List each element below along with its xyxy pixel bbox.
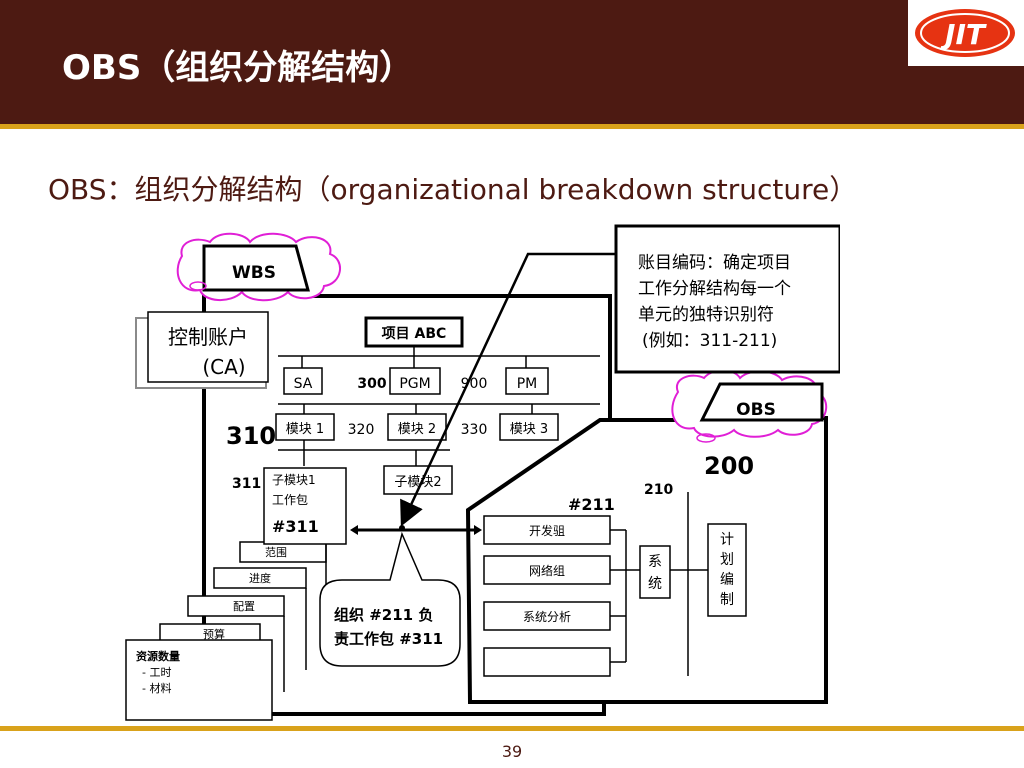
stack-scope: 范围 <box>265 545 287 559</box>
project-label: 项目 ABC <box>382 326 447 342</box>
pgm-box <box>389 367 441 395</box>
group-network: 网络组 <box>529 563 565 578</box>
pm-box <box>505 367 549 395</box>
module3-box <box>499 413 559 441</box>
org-callout-line2: 责工作包 #311 <box>334 630 443 648</box>
label-310: 310 <box>226 422 276 450</box>
wbs-tag: WBS <box>232 263 276 283</box>
account-callout-line1: 账目编码：确定项目 <box>638 253 791 273</box>
group-network-box <box>483 555 611 585</box>
resource-hours: - 工时 <box>142 666 171 679</box>
jit-logo-icon: JIT <box>915 9 1015 57</box>
label-320: 320 <box>348 422 375 438</box>
group-dev: 开发驵 <box>529 523 565 538</box>
plan-box <box>707 523 747 617</box>
org-speech-bubble <box>319 531 461 667</box>
footer-rule <box>0 726 1024 731</box>
plan-char-2: 划 <box>720 552 734 568</box>
resource-box <box>125 639 273 721</box>
label-210: 210 <box>644 482 673 498</box>
obs-cloud: OBS <box>671 369 827 443</box>
plan-char-1: 计 <box>720 532 734 548</box>
plan-char-3: 编 <box>720 572 734 588</box>
account-callout-line2: 工作分解结构每一个 <box>638 279 791 299</box>
group-dev-box <box>483 515 611 545</box>
module1-box <box>275 413 335 441</box>
stack-budget: 预算 <box>203 627 225 641</box>
group-sysanalysis: 系统分析 <box>523 610 571 624</box>
label-330: 330 <box>461 422 488 438</box>
resource-materials: - 材料 <box>142 681 171 695</box>
obs-code: #211 <box>568 495 615 514</box>
stack-schedule: 进度 <box>249 571 271 585</box>
logo-text: JIT <box>940 18 987 51</box>
account-callout-leader <box>400 252 616 527</box>
system-box <box>639 545 671 599</box>
system-char-2: 统 <box>648 576 662 592</box>
account-callout-line4: (例如：311-211) <box>642 331 777 351</box>
wbs-cloud: WBS <box>176 232 341 302</box>
workpackage-code: #311 <box>272 517 319 536</box>
sa-box <box>283 367 323 395</box>
org-callout-line1: 组织 #211 负 <box>334 606 433 624</box>
account-callout-line3: 单元的独特识别符 <box>638 305 774 325</box>
submodule2-label: 子模块2 <box>394 475 441 490</box>
page-number: 39 <box>501 742 523 761</box>
pm-label: PM <box>517 376 538 392</box>
plan-char-4: 制 <box>720 592 734 608</box>
workpackage-number: 311 <box>232 476 261 492</box>
header-rule <box>0 124 1024 129</box>
resource-title: 资源数量 <box>136 649 180 663</box>
workpackage-box <box>263 467 347 545</box>
module2-label: 模块 2 <box>398 422 436 437</box>
group-sysanalysis-box <box>483 601 611 631</box>
account-callout-box <box>614 224 840 374</box>
control-account-abbr: (CA) <box>202 355 245 379</box>
subtitle: OBS：组织分解结构（organizational breakdown stru… <box>48 173 858 206</box>
group-empty-box <box>483 647 611 677</box>
label-200: 200 <box>704 452 754 480</box>
sa-label: SA <box>294 376 313 392</box>
control-account-label: 控制账户 <box>168 325 248 349</box>
workpackage-label: 工作包 <box>272 493 308 507</box>
page-title: OBS（组织分解结构） <box>62 48 414 88</box>
workpackage-stack <box>159 541 327 692</box>
pgm-label: PGM <box>399 376 430 392</box>
control-account-inner <box>147 311 269 383</box>
obs-diagram: WBS 控制账户 (CA) 项目 ABC SA 300 PGM 900 PM 3… <box>125 224 840 721</box>
workpackage-submodule: 子模块1 <box>272 473 316 487</box>
system-char-1: 系 <box>648 554 662 570</box>
obs-tag: OBS <box>736 400 776 420</box>
header-bar <box>0 0 1024 124</box>
module2-box <box>387 413 447 441</box>
module1-label: 模块 1 <box>286 422 324 437</box>
stack-config: 配置 <box>233 600 255 613</box>
label-900: 900 <box>461 376 488 392</box>
jit-logo: JIT <box>908 0 1024 66</box>
label-300: 300 <box>357 376 386 392</box>
module3-label: 模块 3 <box>510 422 548 437</box>
